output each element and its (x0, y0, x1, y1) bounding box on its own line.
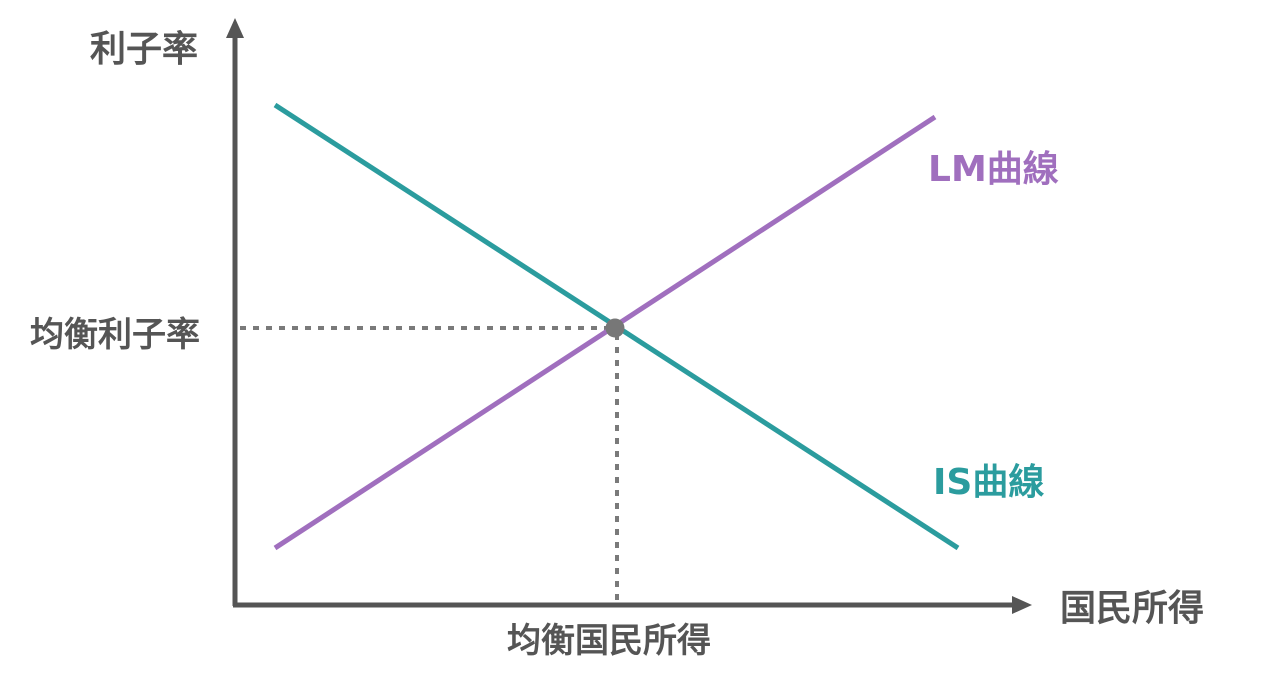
equilibrium-point (605, 318, 625, 338)
y-axis-arrow (226, 18, 244, 38)
x-axis-label: 国民所得 (1060, 588, 1205, 629)
lm-curve-label: LM曲線 (928, 149, 1059, 190)
x-axis-arrow (1012, 596, 1032, 614)
lm-curve (273, 114, 937, 551)
y-axis-label: 利子率 (90, 29, 199, 70)
equilibrium-income-label: 均衡国民所得 (507, 621, 711, 661)
is-curve-label: IS曲線 (933, 462, 1045, 503)
equilibrium-rate-label: 均衡利子率 (30, 315, 200, 355)
